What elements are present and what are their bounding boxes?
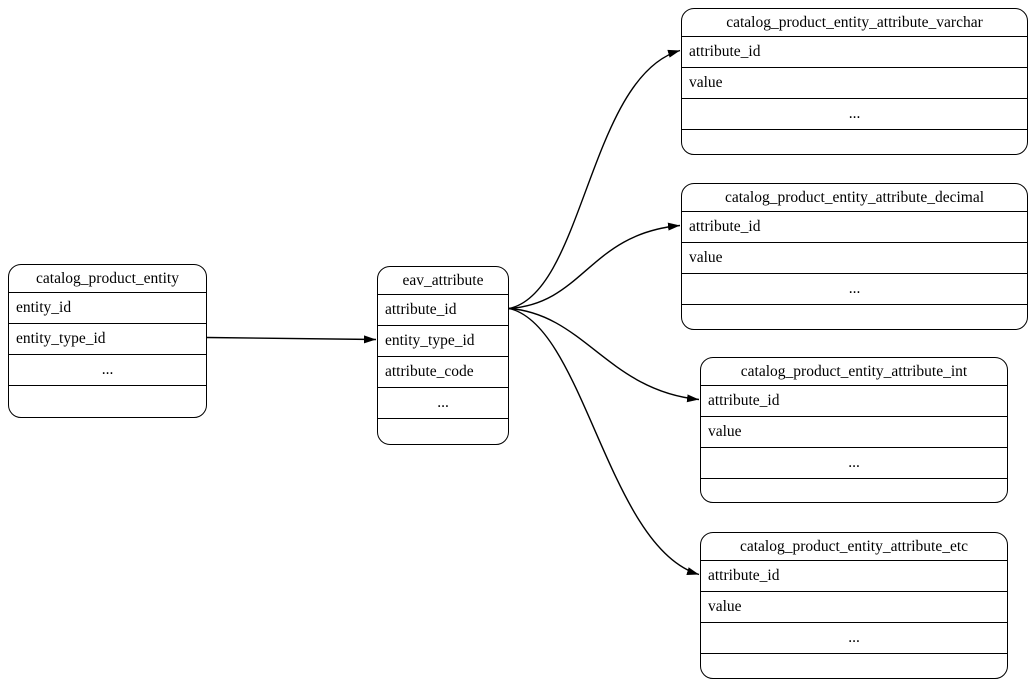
table-row-ellipsis: ... <box>9 354 206 385</box>
table-row-value: value <box>701 416 1007 447</box>
table-title: catalog_product_entity_attribute_int <box>740 362 968 380</box>
table-title: catalog_product_entity_attribute_varchar <box>726 13 983 31</box>
table-row-entity_type_id: entity_type_id <box>9 323 206 354</box>
table-title: eav_attribute <box>402 271 484 289</box>
edge-catalog_product_entity-to-eav_attribute <box>206 335 377 344</box>
edge-eav_attribute-to-catalog_product_entity_attribute_varchar <box>508 49 681 310</box>
table-row-attribute_id: attribute_id <box>701 560 1007 591</box>
edge-eav_attribute-to-catalog_product_entity_attribute_etc <box>508 307 700 576</box>
table-title: catalog_product_entity <box>36 269 179 287</box>
table-row-ellipsis: ... <box>682 273 1027 304</box>
table-row-ellipsis: ... <box>701 447 1007 478</box>
table-row-attribute_id: attribute_id <box>701 385 1007 416</box>
table-row-ellipsis: ... <box>701 622 1007 653</box>
table-row-value: value <box>682 67 1027 98</box>
table-row-attribute_id: attribute_id <box>378 294 508 325</box>
table-row-ellipsis: ... <box>378 387 508 418</box>
table-row-value: value <box>701 591 1007 622</box>
table-row-ellipsis: ... <box>682 98 1027 129</box>
edge-eav_attribute-to-catalog_product_entity_attribute_int <box>508 307 700 403</box>
table-row-entity_id: entity_id <box>9 292 206 323</box>
table-row-value: value <box>682 242 1027 273</box>
table-row-empty <box>9 385 206 417</box>
table-catalog_product_entity_attribute_varchar: catalog_product_entity_attribute_varchar… <box>681 8 1028 155</box>
table-row-empty <box>701 653 1007 678</box>
table-row-empty <box>378 418 508 444</box>
table-row-attribute_code: attribute_code <box>378 356 508 387</box>
table-title: catalog_product_entity_attribute_decimal <box>724 188 985 206</box>
table-catalog_product_entity_attribute_decimal: catalog_product_entity_attribute_decimal… <box>681 183 1028 330</box>
table-row-empty <box>701 478 1007 502</box>
table-row-attribute_id: attribute_id <box>682 36 1027 67</box>
table-row-empty <box>682 304 1027 329</box>
table-row-empty <box>682 129 1027 154</box>
table-row-entity_type_id: entity_type_id <box>378 325 508 356</box>
table-title: catalog_product_entity_attribute_etc <box>739 537 969 555</box>
edge-eav_attribute-to-catalog_product_entity_attribute_decimal <box>508 222 681 310</box>
table-row-attribute_id: attribute_id <box>682 211 1027 242</box>
